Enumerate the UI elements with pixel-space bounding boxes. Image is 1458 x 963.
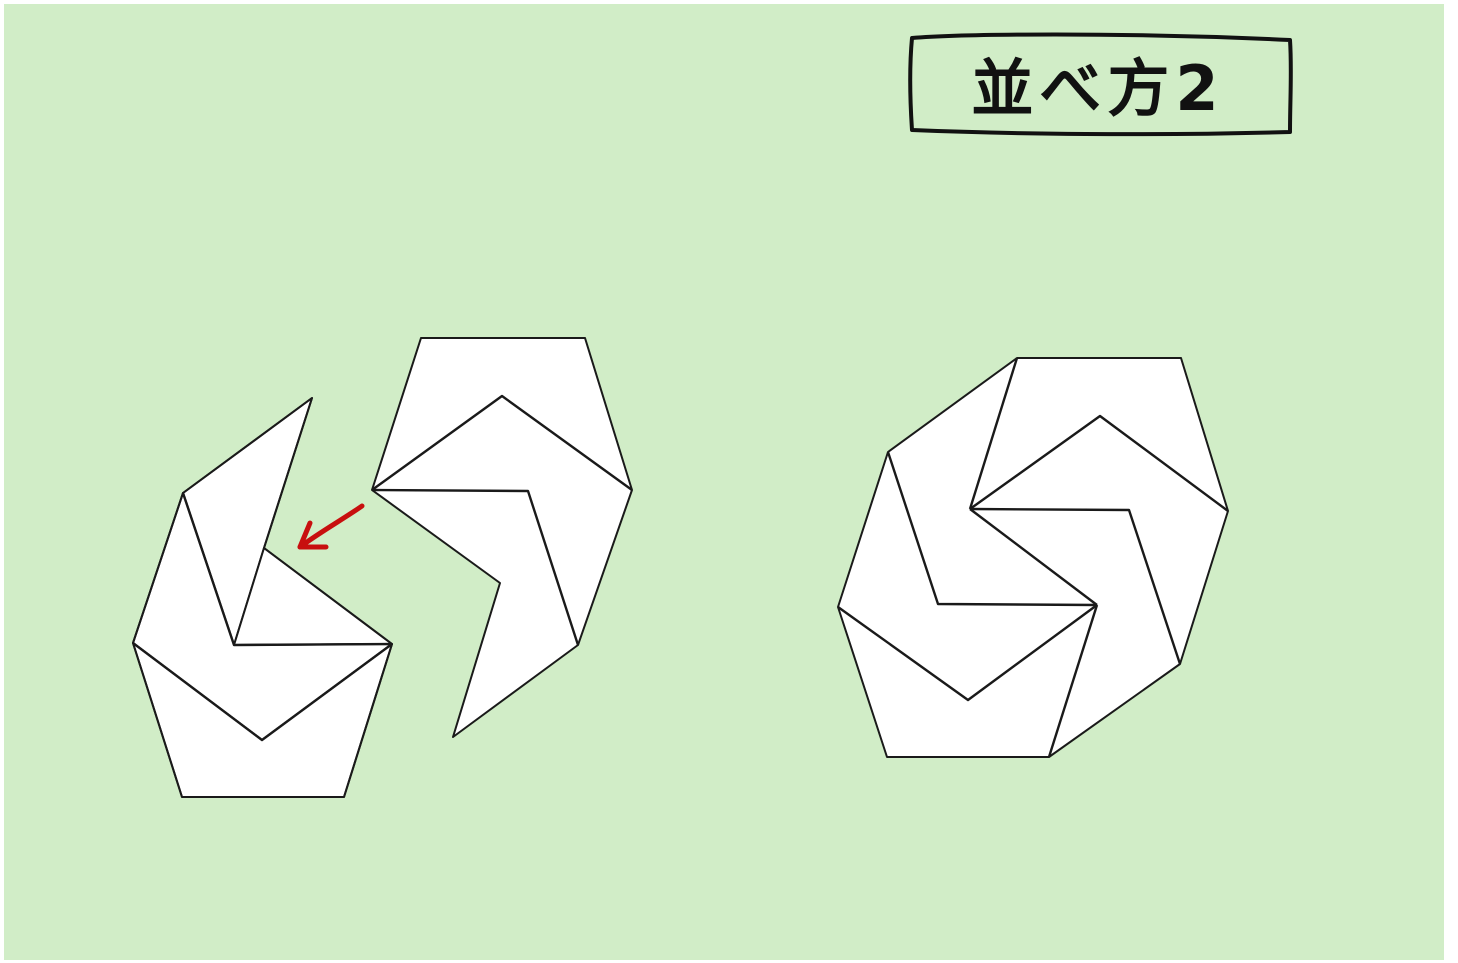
- title-label: 並べ方2: [971, 52, 1224, 125]
